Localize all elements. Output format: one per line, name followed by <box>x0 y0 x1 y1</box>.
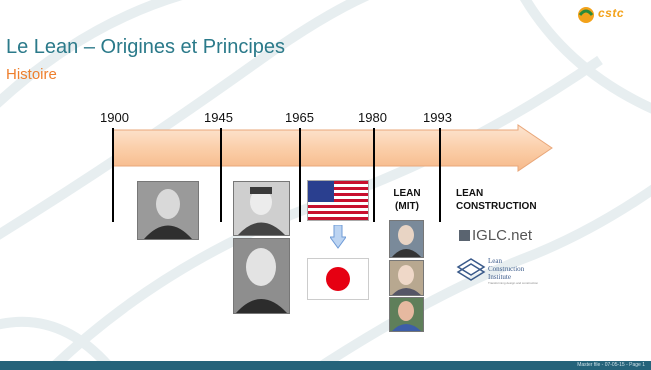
year-1945: 1945 <box>204 110 233 125</box>
logo-mark-icon <box>578 7 594 23</box>
tick-1945 <box>220 128 222 222</box>
tick-1980 <box>373 128 375 222</box>
iglc-icon <box>459 230 470 241</box>
tick-1900 <box>112 128 114 222</box>
logo-text: cstc <box>598 6 625 20</box>
iglc-text: IGLC.net <box>472 227 533 244</box>
portrait-photo-roos <box>389 297 424 332</box>
lean-mit-label: LEAN (MIT) <box>393 188 421 212</box>
cstc-logo: cstc <box>576 5 648 25</box>
portrait-photo-ford <box>137 181 199 240</box>
year-1965: 1965 <box>285 110 314 125</box>
arrow-down-icon <box>330 225 346 249</box>
japan-flag-icon <box>307 258 369 300</box>
portrait-photo-jones <box>389 260 424 296</box>
footer-text: Master file - 07-05-15 - Page 1 <box>577 362 645 368</box>
page-title: Le Lean – Origines et Principes <box>6 36 286 58</box>
lean-construction-label: LEAN CONSTRUCTION <box>456 188 537 212</box>
year-1980: 1980 <box>358 110 387 125</box>
iglc-logo: IGLC.net <box>459 227 532 244</box>
lci-text: Lean Construction Institute <box>488 257 525 281</box>
page-subtitle: Histoire <box>6 66 57 83</box>
lci-logo: Lean Construction Institute Transforming… <box>456 255 546 287</box>
lci-subtext: Transforming design and construction <box>488 281 539 285</box>
usa-flag-icon <box>307 180 369 221</box>
lci-logo-icon <box>456 258 486 281</box>
tick-1993 <box>439 128 441 222</box>
portrait-photo-deming <box>233 238 290 314</box>
year-1900: 1900 <box>100 110 129 125</box>
portrait-photo-toyoda <box>233 181 290 236</box>
tick-1965 <box>299 128 301 222</box>
year-1993: 1993 <box>423 110 452 125</box>
portrait-photo-womack <box>389 220 424 258</box>
footer-bar: Master file - 07-05-15 - Page 1 <box>0 361 651 370</box>
